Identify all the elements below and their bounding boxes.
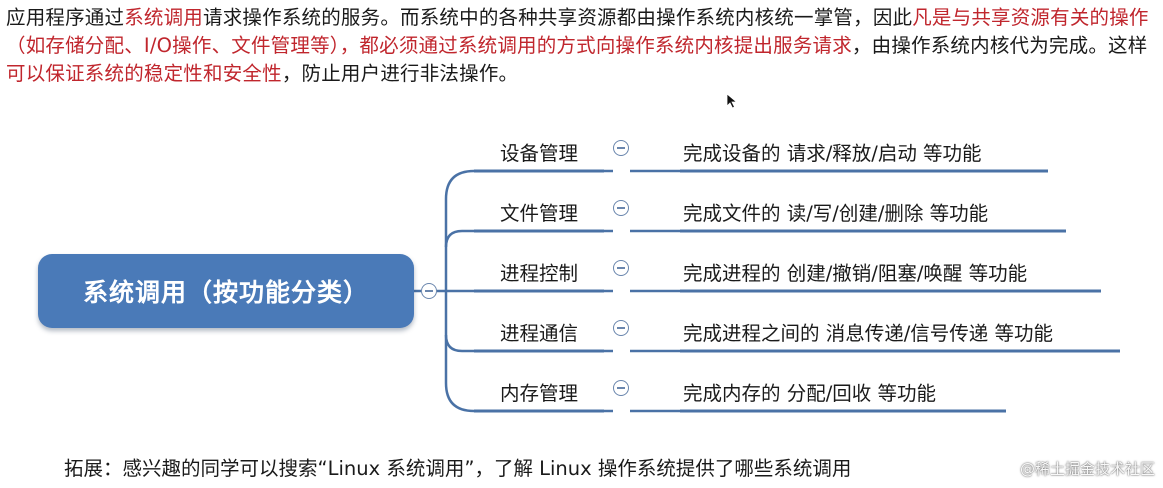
category-node-file[interactable]: 文件管理 [499, 202, 578, 225]
category-node-process-comm[interactable]: 进程通信 [499, 322, 578, 345]
collapse-process-comm-icon[interactable] [613, 320, 629, 336]
root-label: 系统调用（按功能分类） [82, 278, 369, 307]
intro-highlight-1: 系统调用 [124, 6, 204, 29]
intro-highlight-3: 可以保证系统的稳定性和安全性 [6, 62, 282, 85]
footer-note: 拓展：感兴趣的同学可以搜索“Linux 系统调用”，了解 Linux 操作系统提… [64, 457, 852, 480]
intro-paragraph: 应用程序通过系统调用请求操作系统的服务。而系统中的各种共享资源都由操作系统内核统… [6, 4, 1158, 88]
intro-text-3: ，由操作系统内核代为完成。这样 [851, 34, 1148, 57]
function-node-file[interactable]: 完成文件的 读/写/创建/删除 等功能 [683, 202, 989, 225]
category-node-process-control[interactable]: 进程控制 [499, 262, 578, 285]
intro-text-1: 应用程序通过 [6, 6, 125, 29]
watermark: @稀土掘金技术社区 [1019, 460, 1155, 478]
category-node-memory[interactable]: 内存管理 [499, 382, 578, 405]
function-node-memory[interactable]: 完成内存的 分配/回收 等功能 [683, 382, 936, 405]
function-node-process-comm[interactable]: 完成进程之间的 消息传递/信号传递 等功能 [683, 322, 1053, 345]
intro-highlight-2: 凡是与共享资源有关的操作（如存储分配、I/O操作、文件管理等），都必须通过系统调… [6, 6, 1149, 57]
category-node-device[interactable]: 设备管理 [499, 142, 578, 165]
intro-text-4: ，防止用户进行非法操作。 [281, 62, 519, 85]
collapse-file-icon[interactable] [613, 200, 629, 216]
root-node[interactable]: 系统调用（按功能分类） [38, 254, 414, 328]
intro-text-2: 请求操作系统的服务。而系统中的各种共享资源都由操作系统内核统一掌管，因此 [203, 6, 913, 29]
function-node-process-control[interactable]: 完成进程的 创建/撤销/阻塞/唤醒 等功能 [683, 262, 1028, 285]
collapse-root-icon[interactable] [421, 283, 437, 299]
mouse-cursor-icon [726, 93, 738, 109]
collapse-memory-icon[interactable] [613, 380, 629, 396]
collapse-process-control-icon[interactable] [613, 260, 629, 276]
function-node-device[interactable]: 完成设备的 请求/释放/启动 等功能 [683, 142, 982, 165]
collapse-device-icon[interactable] [613, 140, 629, 156]
